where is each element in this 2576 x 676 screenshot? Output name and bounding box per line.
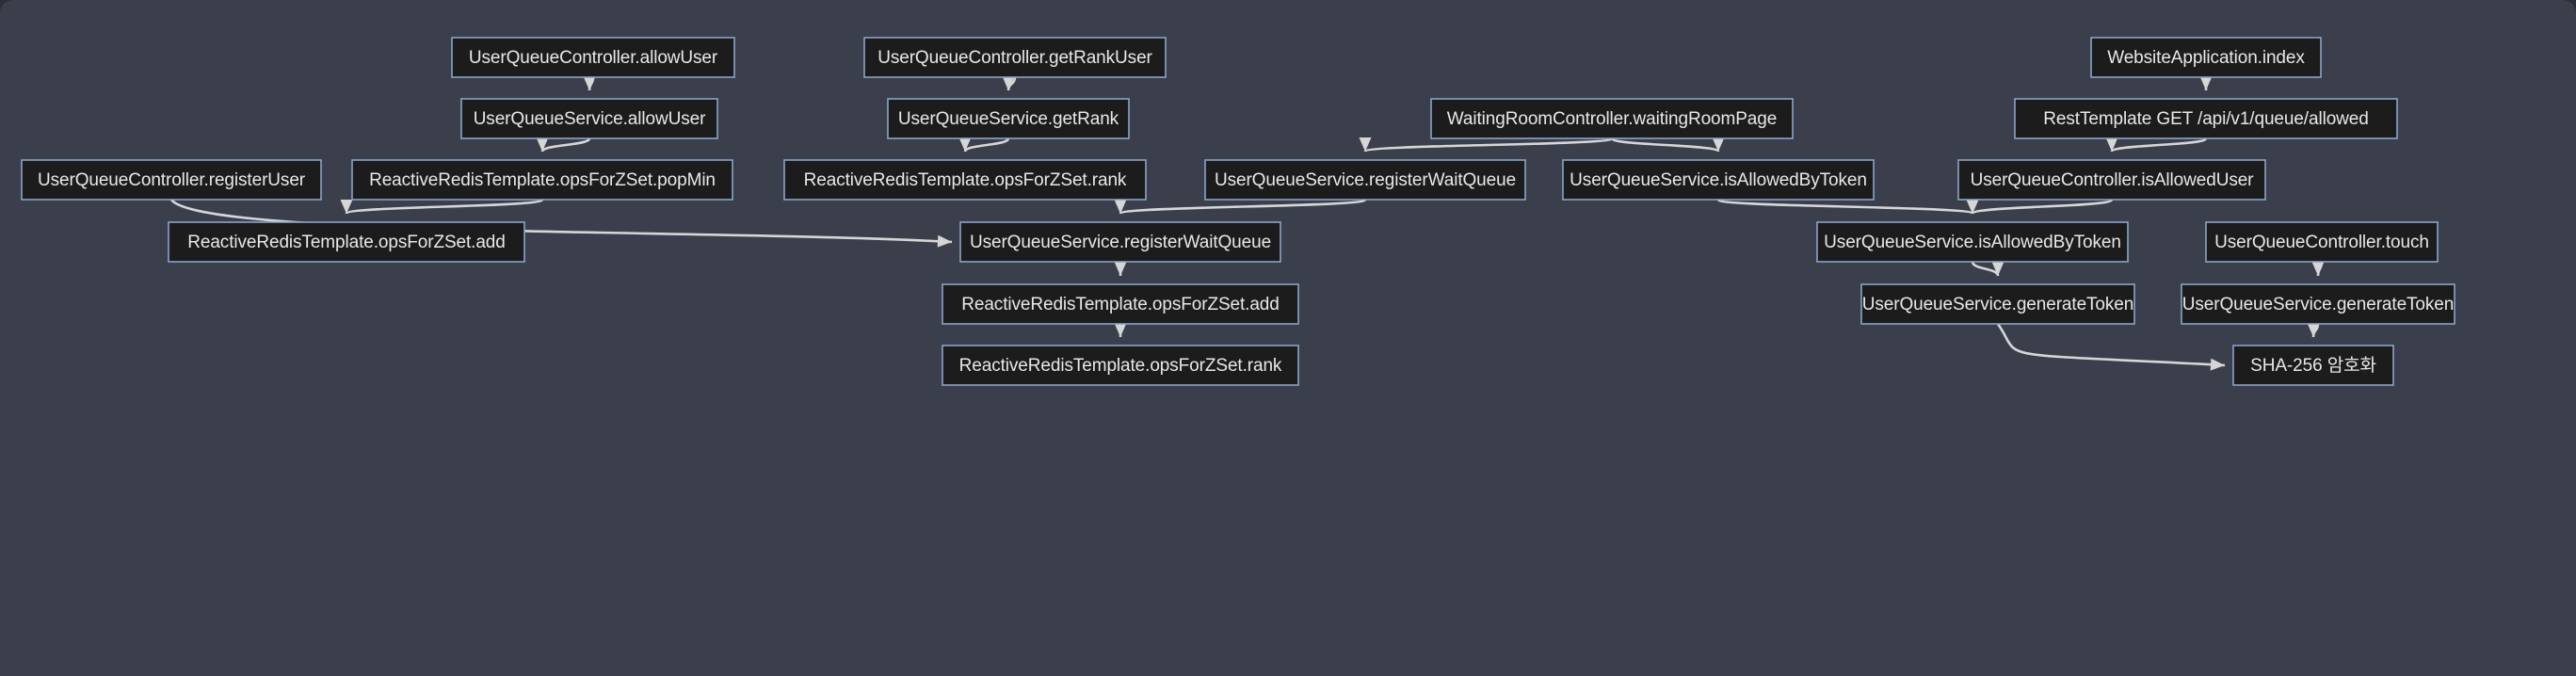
graph-node-box[interactable] [1430,98,1794,139]
graph-node-box[interactable] [2232,345,2394,386]
graph-node[interactable]: UserQueueController.allowUser [451,37,735,78]
edge [1996,323,2226,367]
graph-node-box[interactable] [1957,159,2266,201]
edge [1610,137,1720,153]
graph-node[interactable]: UserQueueController.touch [2205,221,2439,263]
edge-arrowhead [583,76,596,90]
graph-node-box[interactable] [21,159,322,201]
graph-node[interactable]: WaitingRoomController.waitingRoomPage [1430,98,1794,139]
edge-arrowhead [1966,200,1979,214]
graph-node-box[interactable] [168,221,525,263]
graph-node-box[interactable] [2090,37,2322,78]
graph-node[interactable]: UserQueueService.getRank [887,98,1130,139]
edge-arrowhead [2105,137,2118,152]
graph-node-box[interactable] [1860,283,2135,325]
graph-node-box[interactable] [942,283,1299,325]
edge [1363,137,1614,153]
edge-arrowhead [1114,262,1127,276]
graph-node-box[interactable] [2205,221,2439,263]
graph-node-box[interactable] [942,345,1299,386]
graph-node-box[interactable] [351,159,733,201]
graph-node-box[interactable] [887,98,1130,139]
edge [2110,137,2208,153]
graph-node-box[interactable] [451,37,735,78]
graph-node[interactable]: ReactiveRedisTemplate.opsForZSet.add [942,283,1299,325]
graph-node-box[interactable] [1562,159,1875,201]
graph-node[interactable]: ReactiveRedisTemplate.opsForZSet.popMin [351,159,733,201]
edge [1971,198,2114,216]
edge-arrowhead [340,200,353,214]
graph-node-box[interactable] [863,37,1167,78]
edge [1119,198,1367,216]
edge [540,137,591,153]
edge-arrowhead [1991,262,2004,276]
graph-node-box[interactable] [1816,221,2129,263]
graph-node-box[interactable] [2014,98,2398,139]
edge-arrowhead [958,137,972,152]
graph-node[interactable]: UserQueueController.getRankUser [863,37,1167,78]
graph-node[interactable]: UserQueueService.generateToken [2181,283,2455,325]
graph-node[interactable]: RestTemplate GET /api/v1/queue/allowed [2014,98,2398,139]
edge-arrowhead [2311,262,2325,276]
graph-node-box[interactable] [460,98,718,139]
edge-arrowhead [1114,200,1127,214]
graph-node[interactable]: ReactiveRedisTemplate.opsForZSet.rank [783,159,1147,201]
graph-node[interactable]: SHA-256 암호화 [2232,345,2394,386]
edge-arrowhead [536,137,549,152]
graph-node[interactable]: UserQueueService.registerWaitQueue [1204,159,1526,201]
graph-node[interactable]: UserQueueService.isAllowedByToken [1562,159,1875,201]
graph-node-box[interactable] [959,221,1281,263]
edge-arrowhead [1359,137,1372,152]
edge-arrowhead [2307,323,2320,337]
edge [1716,198,1974,216]
graph-node-box[interactable] [2181,283,2455,325]
graph-node[interactable]: ReactiveRedisTemplate.opsForZSet.add [168,221,525,263]
edge-arrowhead [1712,137,1725,152]
edge-arrowhead [1002,76,1015,90]
graph-node-box[interactable] [783,159,1147,201]
graph-node-box[interactable] [1204,159,1526,201]
edge [345,198,544,216]
edge-arrowhead [1114,323,1127,337]
edge [963,137,1010,153]
graph-node[interactable]: WebsiteApplication.index [2090,37,2322,78]
graph-node[interactable]: UserQueueController.registerUser [21,159,322,201]
graph-node[interactable]: ReactiveRedisTemplate.opsForZSet.rank [942,345,1299,386]
graph-node[interactable]: UserQueueService.allowUser [460,98,718,139]
graph-node[interactable]: UserQueueController.isAllowedUser [1957,159,2266,201]
graph-node[interactable]: UserQueueService.isAllowedByToken [1816,221,2129,263]
edge-arrowhead [2199,76,2213,90]
graph-node[interactable]: UserQueueService.generateToken [1860,283,2135,325]
graph-node[interactable]: UserQueueService.registerWaitQueue [959,221,1281,263]
